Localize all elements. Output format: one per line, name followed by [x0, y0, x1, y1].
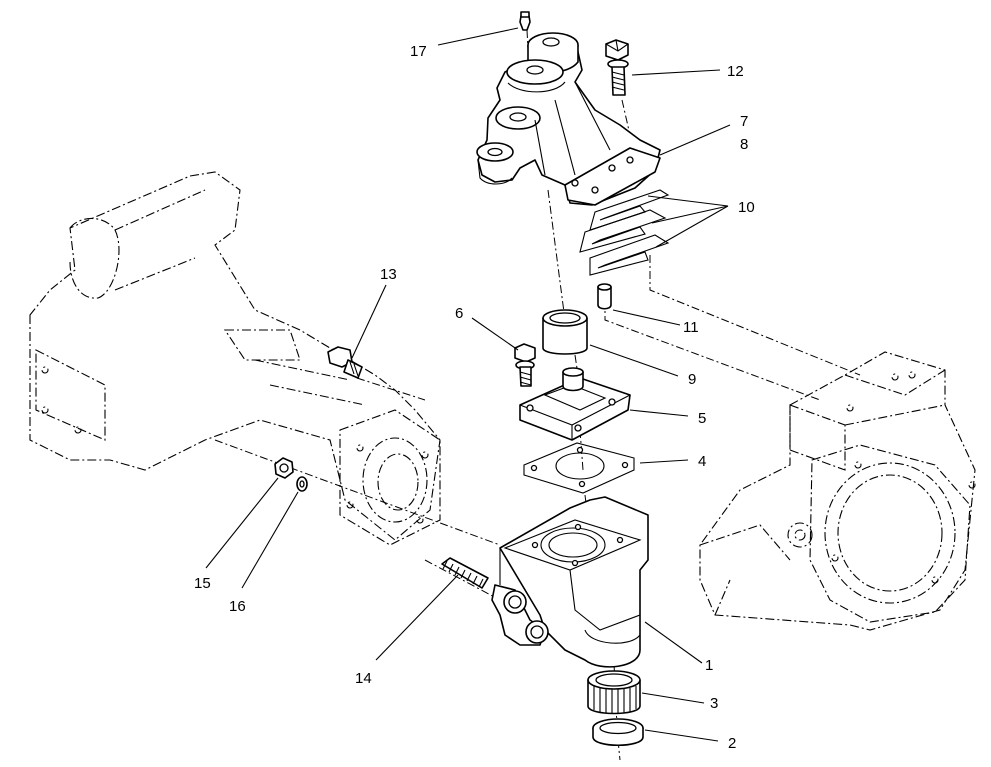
stud-14	[441, 557, 489, 589]
callout-15: 15	[194, 575, 211, 592]
bolt-6	[514, 343, 536, 387]
callout-2: 2	[728, 735, 736, 752]
callout-13: 13	[380, 266, 397, 283]
callout-5: 5	[698, 410, 706, 427]
callout-6: 6	[455, 305, 463, 322]
steering-arm	[476, 32, 661, 206]
needle-bearing	[587, 670, 641, 715]
axle-housing-phantom	[29, 171, 441, 546]
callout-17: 17	[410, 43, 427, 60]
callout-10: 10	[738, 199, 755, 216]
bolt-12	[605, 39, 629, 96]
callout-8: 8	[740, 136, 748, 153]
dowel-pin	[597, 283, 612, 310]
callout-14: 14	[355, 670, 372, 687]
leader-lines	[205, 27, 731, 742]
callout-12: 12	[727, 63, 744, 80]
callout-3: 3	[710, 695, 718, 712]
wheel-carrier-phantom	[699, 351, 976, 631]
grease-fitting	[519, 11, 531, 31]
seal-ring	[592, 718, 644, 746]
callout-11: 11	[683, 319, 699, 336]
callout-labels: 17 12 7 8 10 13 6 11 9 5 4 15 16 14 1 3 …	[194, 43, 755, 752]
callout-1: 1	[705, 657, 713, 674]
bushing	[542, 309, 588, 355]
bolt-13	[327, 346, 363, 379]
callout-7: 7	[740, 113, 748, 130]
assembly-axes	[214, 29, 861, 761]
nut-15	[274, 457, 294, 479]
callout-16: 16	[229, 598, 246, 615]
shims	[579, 189, 670, 276]
washer-16	[296, 476, 308, 492]
gasket	[523, 442, 635, 494]
spindle-housing	[491, 496, 649, 668]
king-pin-cap	[519, 367, 631, 441]
callout-9: 9	[688, 371, 696, 388]
callout-4: 4	[698, 453, 706, 470]
